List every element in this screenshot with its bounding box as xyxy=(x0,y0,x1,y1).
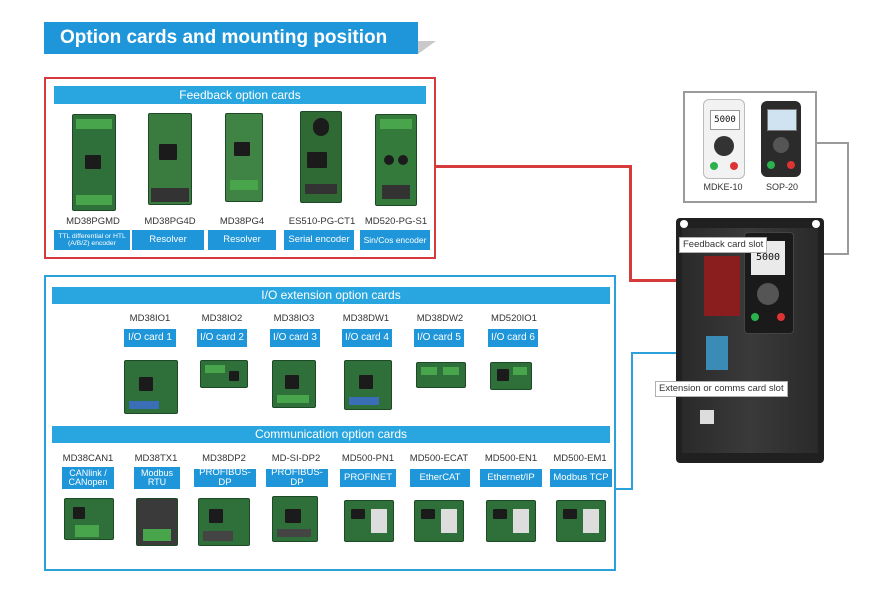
run-button-icon xyxy=(767,161,775,169)
card-image xyxy=(272,496,318,542)
card-image xyxy=(416,362,466,388)
card-label: CANlink / CANopen xyxy=(62,467,114,489)
card-model: MD38DW1 xyxy=(342,313,390,324)
card-model: MD520-PG-S1 xyxy=(364,216,428,227)
card-image xyxy=(486,500,536,542)
card-model: ES510-PG-CT1 xyxy=(288,216,356,227)
keypad-display: 5000 xyxy=(710,110,740,130)
keypad-sop-20 xyxy=(761,101,801,177)
card-label: PROFIBUS-DP xyxy=(266,468,328,487)
card-label: TTL differential or HTL (A/B/Z) encoder xyxy=(54,230,130,250)
stop-button-icon xyxy=(777,313,785,321)
card-label: I/O card 5 xyxy=(414,329,464,347)
card-label: Sin/Cos encoder xyxy=(360,230,430,250)
card-model: MD500-EN1 xyxy=(484,453,538,464)
keypad-dial xyxy=(757,283,779,305)
card-label: EtherCAT xyxy=(410,469,470,487)
stop-button-icon xyxy=(787,161,795,169)
feedback-connector xyxy=(629,165,632,282)
page-title: Option cards and mounting position xyxy=(44,22,418,54)
card-label: Serial encoder xyxy=(284,230,354,250)
card-label: I/O card 2 xyxy=(197,329,247,347)
keypad-model: MDKE-10 xyxy=(703,182,743,192)
card-model: MD38DW2 xyxy=(416,313,464,324)
card-image xyxy=(198,498,250,546)
card-image xyxy=(225,113,263,202)
card-model: MD520IO1 xyxy=(491,313,537,324)
card-label: Resolver xyxy=(132,230,204,250)
card-model: MD38CAN1 xyxy=(62,453,114,464)
card-image xyxy=(200,360,248,388)
keypad-connector xyxy=(815,142,849,144)
run-button-icon xyxy=(751,313,759,321)
feedback-connector xyxy=(629,279,714,282)
card-image xyxy=(414,500,464,542)
io-comm-section: I/O extension option cards Communication… xyxy=(44,275,616,571)
card-image xyxy=(64,498,114,540)
io-connector xyxy=(616,488,633,490)
card-label: I/O card 4 xyxy=(342,329,392,347)
comm-header: Communication option cards xyxy=(52,426,610,443)
feedback-header: Feedback option cards xyxy=(54,86,426,104)
io-connector xyxy=(631,352,711,354)
card-model: MD38IO2 xyxy=(201,313,243,324)
qr-code-icon xyxy=(700,410,714,424)
feedback-slot-area xyxy=(704,256,740,316)
card-label: PROFIBUS-DP xyxy=(194,468,256,487)
card-label: I/O card 1 xyxy=(124,329,176,347)
card-image xyxy=(136,498,178,546)
card-label: Ethernet/IP xyxy=(480,469,542,487)
card-model: MD38TX1 xyxy=(134,453,178,464)
card-image xyxy=(72,114,116,211)
keypad-connector xyxy=(847,142,849,255)
card-label: Resolver xyxy=(208,230,276,250)
feedback-section: Feedback option cards xyxy=(44,77,436,259)
keypad-lcd xyxy=(767,109,797,131)
card-image xyxy=(490,362,532,390)
card-label: Modbus RTU xyxy=(134,467,180,489)
feedback-connector xyxy=(436,165,632,168)
io-header: I/O extension option cards xyxy=(52,287,610,304)
card-model: MD500-ECAT xyxy=(409,453,469,464)
card-model: MD500-PN1 xyxy=(341,453,395,464)
card-label: I/O card 3 xyxy=(270,329,320,347)
card-image xyxy=(124,360,178,414)
stop-button-icon xyxy=(730,162,738,170)
extension-slot-area xyxy=(706,336,728,370)
keypad-dial xyxy=(773,137,789,153)
title-banner-tail xyxy=(418,41,436,54)
card-model: MD38PGMD xyxy=(66,216,120,227)
card-model: MD38DP2 xyxy=(202,453,246,464)
card-model: MD500-EM1 xyxy=(553,453,607,464)
card-model: MD38IO1 xyxy=(129,313,171,324)
feedback-slot-label: Feedback card slot xyxy=(679,237,768,253)
card-image xyxy=(344,500,394,542)
card-image xyxy=(148,113,192,205)
drive-unit: 5000 xyxy=(676,218,824,463)
card-model: MD-SI-DP2 xyxy=(271,453,321,464)
io-connector xyxy=(631,352,633,490)
card-model: MD38PG4 xyxy=(219,216,265,227)
card-model: MD38IO3 xyxy=(273,313,315,324)
card-image xyxy=(272,360,316,408)
keypad-mdke-10: 5000 xyxy=(703,99,745,179)
run-button-icon xyxy=(710,162,718,170)
keypads-section xyxy=(683,91,817,203)
card-image xyxy=(375,114,417,206)
card-image xyxy=(556,500,606,542)
card-label: I/O card 6 xyxy=(488,329,538,347)
card-label: Modbus TCP xyxy=(550,469,612,487)
keypad-model: SOP-20 xyxy=(765,182,798,192)
keypad-connector xyxy=(811,253,849,255)
card-image xyxy=(300,111,342,203)
card-image xyxy=(344,360,392,410)
card-label: PROFINET xyxy=(340,469,396,487)
card-model: MD38PG4D xyxy=(144,216,196,227)
extension-slot-label: Extension or comms card slot xyxy=(655,381,788,397)
keypad-dial xyxy=(714,136,734,156)
